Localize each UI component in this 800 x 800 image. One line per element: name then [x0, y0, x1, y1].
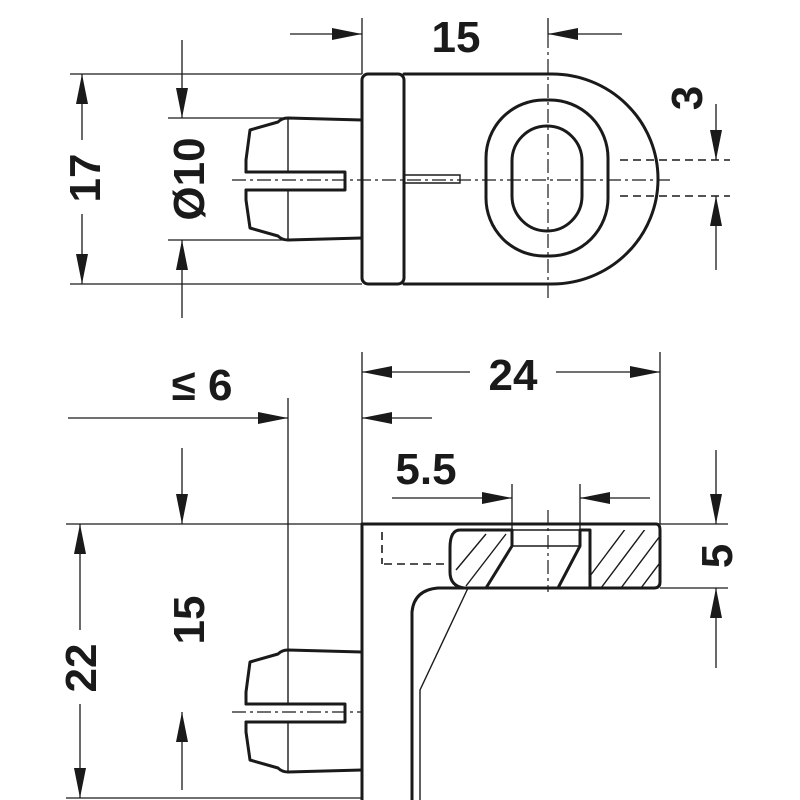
top-slot-inner: [510, 124, 584, 233]
dim-top-height-label: 17: [61, 154, 110, 203]
front-view: 24 ≤ 6 5.5 5: [57, 351, 742, 800]
top-pin: [244, 116, 364, 242]
dim-front-width: 24: [361, 351, 661, 524]
front-pin: [232, 648, 364, 774]
dim-front-thickness-label: 5: [693, 544, 742, 568]
dim-top-diameter-label: Ø10: [165, 137, 214, 220]
dim-front-gap: ≤ 6: [68, 361, 432, 650]
top-slot-outer: [484, 98, 610, 258]
dim-front-thickness: 5: [660, 450, 742, 668]
dim-front-height: 22: [57, 523, 362, 799]
dim-top-slot: 3: [663, 86, 722, 270]
dim-front-pin-offset: 15: [165, 448, 214, 790]
front-hole-section: [448, 510, 660, 592]
dim-top-height: 17: [60, 73, 362, 285]
top-flange: [360, 72, 406, 286]
dim-top-width: 15: [290, 13, 622, 74]
dim-front-hole: 5.5: [392, 445, 650, 530]
dim-top-slot-label: 3: [663, 86, 712, 110]
front-bracket: [360, 522, 662, 800]
front-gusset: [419, 587, 469, 800]
dim-front-pin-offset-label: 15: [165, 596, 214, 645]
dim-front-width-label: 24: [489, 351, 538, 400]
top-body: [402, 72, 660, 286]
dim-top-diameter: Ø10: [165, 40, 288, 318]
dim-top-width-label: 15: [432, 13, 481, 62]
dim-front-gap-label: ≤ 6: [172, 361, 233, 410]
top-pin-line: [404, 174, 461, 184]
dim-front-height-label: 22: [57, 644, 106, 693]
top-view: 15 Ø10 17 3: [60, 13, 730, 318]
dim-front-hole-label: 5.5: [395, 445, 456, 494]
